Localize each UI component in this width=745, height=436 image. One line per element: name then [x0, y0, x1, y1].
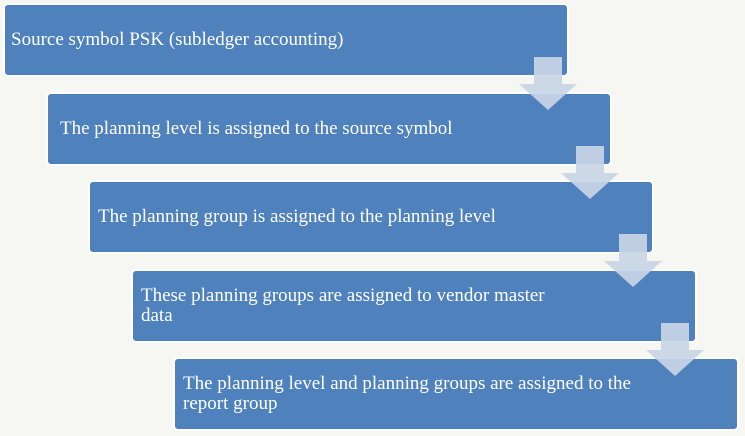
step-2-box: The planning level is assigned to the so…	[46, 92, 612, 166]
down-arrow-icon	[561, 146, 619, 199]
step-3-text: The planning group is assigned to the pl…	[98, 206, 496, 227]
step-5-text: The planning level and planning groups a…	[183, 373, 631, 414]
down-arrow-icon	[646, 323, 704, 376]
step-5-box: The planning level and planning groups a…	[173, 357, 739, 431]
step-1-text: Source symbol PSK (subledger accounting)	[11, 29, 344, 50]
down-arrow-icon	[604, 234, 662, 287]
step-1-box: Source symbol PSK (subledger accounting)	[3, 3, 569, 77]
step-4-text: These planning groups are assigned to ve…	[141, 285, 545, 326]
down-arrow-icon	[519, 57, 577, 110]
step-4-box: These planning groups are assigned to ve…	[131, 269, 697, 343]
step-2-text: The planning level is assigned to the so…	[60, 118, 453, 139]
step-3-box: The planning group is assigned to the pl…	[88, 180, 654, 254]
